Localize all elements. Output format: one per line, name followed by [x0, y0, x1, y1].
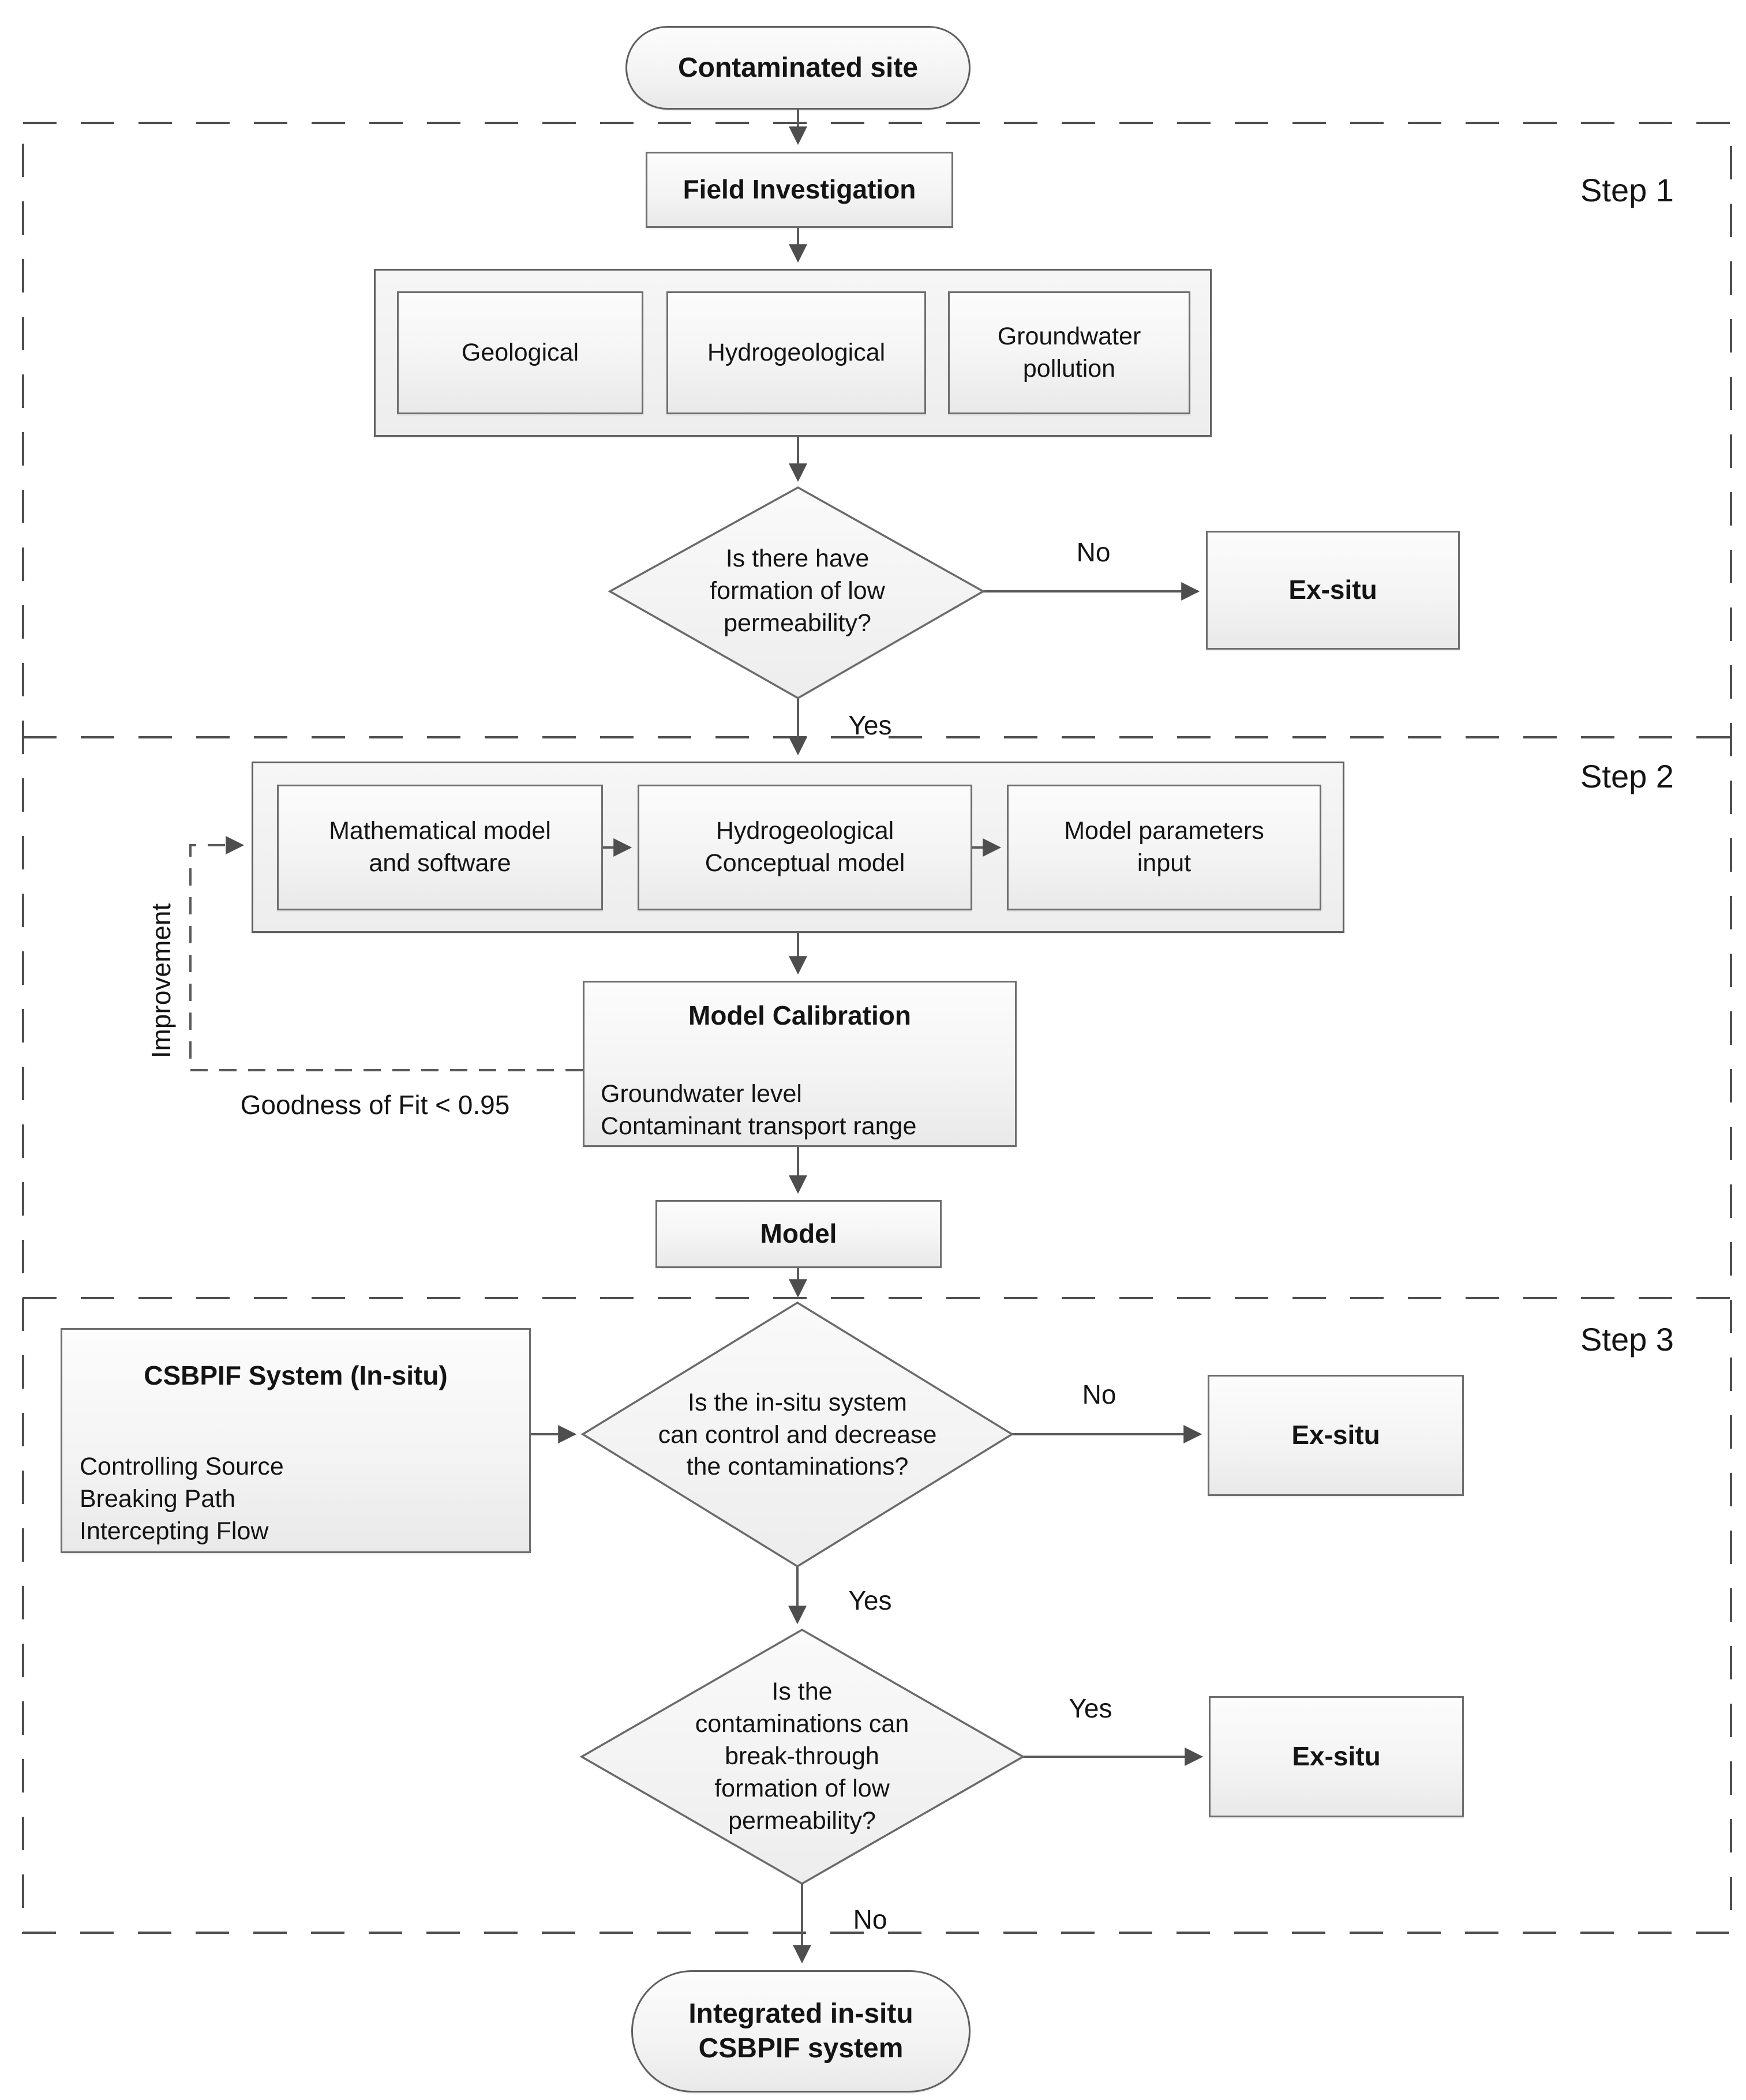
survey-hydrogeological-box: Hydrogeological	[666, 291, 926, 414]
improvement-label: Improvement	[146, 903, 177, 1059]
goodness-of-fit-label: Goodness of Fit < 0.95	[240, 1090, 510, 1120]
conceptual-model-box: Hydrogeological Conceptual model	[638, 785, 972, 910]
exsitu-step3-no-label: Ex-situ	[1291, 1420, 1380, 1450]
mathematical-model-box: Mathematical model and software	[277, 785, 603, 910]
decision2-no-label: No	[1082, 1379, 1116, 1409]
model-parameters-box: Model parameters input	[1007, 785, 1321, 910]
step3-label: Step 3	[1580, 1321, 1674, 1357]
model-parameters-label: Model parameters input	[1064, 817, 1264, 877]
start-node-label: Contaminated site	[677, 52, 919, 83]
decision3-yes-label: Yes	[1069, 1693, 1112, 1723]
decision2-text: Is the in-situ system can control and de…	[658, 1388, 937, 1481]
step1-label: Step 1	[1580, 172, 1674, 208]
exsitu-step3-yes-label: Ex-situ	[1292, 1741, 1381, 1772]
exsitu-box-step1: Ex-situ	[1206, 531, 1460, 650]
decision1-no-label: No	[1076, 537, 1111, 567]
survey-geological-label: Geological	[461, 338, 579, 366]
csbpif-title: CSBPIF System (In-situ)	[144, 1360, 448, 1390]
decision1-yes-label: Yes	[848, 710, 892, 740]
field-investigation-box: Field Investigation	[646, 152, 953, 228]
exsitu-box-step3-yes: Ex-situ	[1209, 1696, 1464, 1817]
survey-hydrogeological-label: Hydrogeological	[707, 338, 886, 366]
decision3-no-label: No	[853, 1904, 887, 1934]
decision1-text: Is there have formation of low permeabil…	[710, 545, 885, 637]
step2-label: Step 2	[1580, 758, 1674, 794]
start-node-contaminated-site: Contaminated site	[625, 26, 971, 110]
model-calibration-body: Groundwater level Contaminant transport …	[601, 1079, 917, 1140]
csbpif-body: Controlling Source Breaking Path Interce…	[80, 1452, 284, 1545]
survey-groundwater-pollution-box: Groundwater pollution	[948, 291, 1190, 414]
exsitu-step1-label: Ex-situ	[1288, 575, 1377, 605]
decision3-text: Is the contaminations can break-through …	[695, 1678, 909, 1835]
end-node-integrated-csbpif: Integrated in-situ CSBPIF system	[631, 1970, 971, 2092]
exsitu-box-step3-no: Ex-situ	[1208, 1375, 1464, 1496]
csbpif-system-box: CSBPIF System (In-situ) Controlling Sour…	[61, 1328, 531, 1553]
field-investigation-label: Field Investigation	[683, 174, 916, 205]
model-calibration-box: Model Calibration Groundwater level Cont…	[583, 981, 1017, 1147]
model-box: Model	[655, 1200, 942, 1268]
survey-groundwater-pollution-label: Groundwater pollution	[997, 322, 1141, 382]
survey-geological-box: Geological	[397, 291, 643, 414]
decision2-yes-label: Yes	[848, 1585, 892, 1615]
mathematical-model-label: Mathematical model and software	[329, 817, 551, 877]
conceptual-model-label: Hydrogeological Conceptual model	[705, 817, 905, 877]
model-calibration-title: Model Calibration	[688, 1000, 911, 1030]
model-label: Model	[760, 1218, 837, 1249]
end-node-label: Integrated in-situ CSBPIF system	[688, 1998, 913, 2064]
